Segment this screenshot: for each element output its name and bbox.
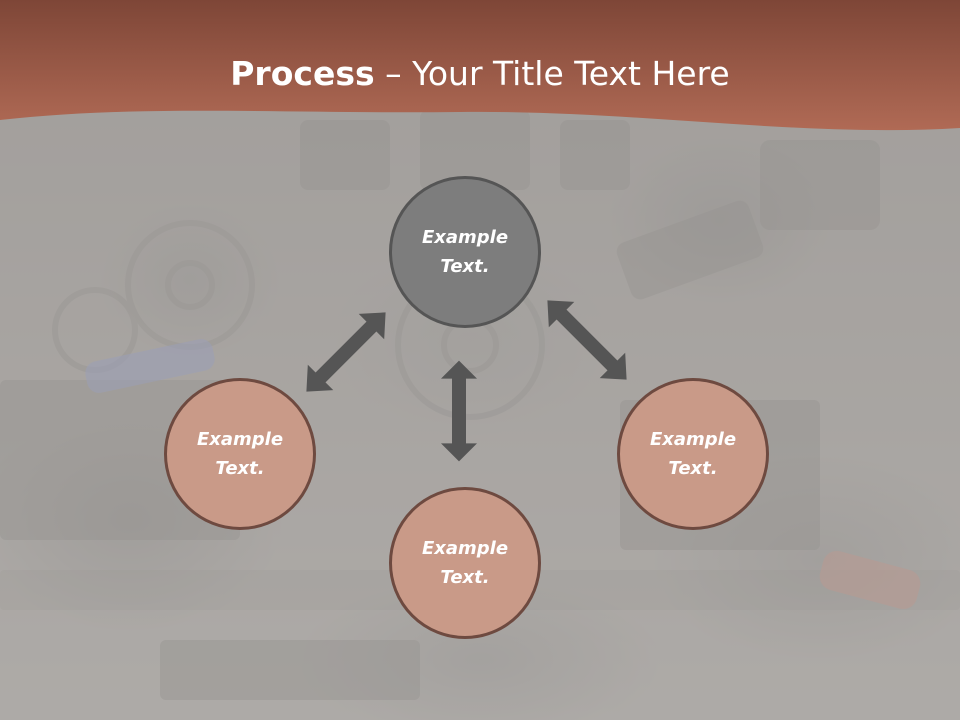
slide-title-rest: – Your Title Text Here — [374, 54, 730, 93]
diagram-node-left[interactable]: Example Text. — [164, 378, 316, 530]
double-arrow-icon-vertical — [441, 360, 477, 462]
diagram-node-bottom-text: Example Text. — [421, 538, 509, 588]
double-arrow-icon-top-right — [534, 287, 640, 393]
diagram-node-bottom[interactable]: Example Text. — [389, 487, 541, 639]
diagram-node-right-text: Example Text. — [649, 429, 737, 479]
diagram-node-right[interactable]: Example Text. — [617, 378, 769, 530]
diagram-node-left-text: Example Text. — [196, 429, 284, 479]
slide-title[interactable]: Process – Your Title Text Here — [0, 52, 960, 96]
slide-title-bold: Process — [230, 54, 375, 93]
header-banner — [0, 0, 960, 131]
diagram-node-top-text: Example Text. — [421, 227, 509, 277]
diagram-node-top[interactable]: Example Text. — [389, 176, 541, 328]
double-arrow-icon-top-left — [293, 299, 399, 405]
